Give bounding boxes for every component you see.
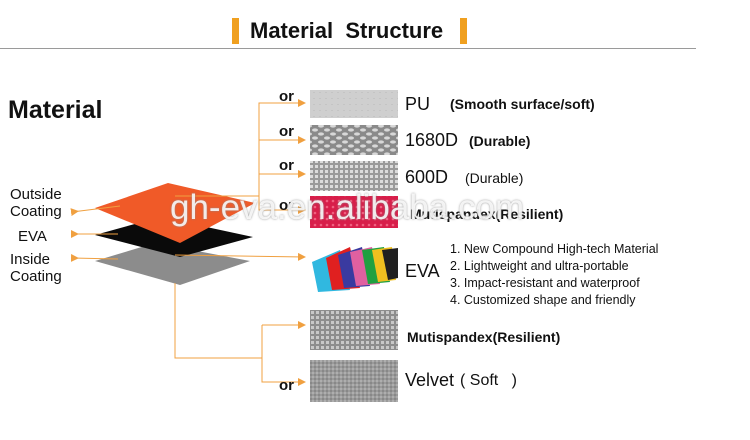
- or-label: or: [279, 377, 294, 394]
- pu-name: PU: [405, 94, 431, 114]
- eva-feature-item: 4. Customized shape and friendly: [450, 293, 636, 307]
- velvet-swatch: [310, 360, 398, 402]
- 600d-name: 600D: [405, 167, 449, 187]
- title-right-bar: [460, 18, 467, 44]
- pu-desc: (Smooth surface/soft): [450, 96, 595, 112]
- material-heading: Material: [8, 96, 103, 124]
- outside-coating-pointer: [70, 205, 121, 217]
- outside-coating-layer: [95, 183, 255, 243]
- inside-coating-layer: [95, 243, 250, 285]
- 600d-swatch: [310, 161, 398, 191]
- 600d-desc: (Durable): [465, 170, 524, 186]
- eva-name: EVA: [405, 261, 440, 281]
- eva-swatch: [310, 246, 398, 292]
- velvet-name: Velvet: [405, 370, 455, 390]
- or-label: or: [279, 123, 294, 140]
- title-left-bar: [232, 18, 239, 44]
- title-area: Material Structure: [0, 14, 750, 50]
- eva-feature-item: 3. Impact-resistant and waterproof: [450, 276, 640, 290]
- page-title: Material Structure: [250, 18, 444, 43]
- mutispandex-swatch: [310, 310, 398, 350]
- eva-layer-label: EVA: [18, 228, 47, 245]
- eva-feature-item: 2. Lightweight and ultra-portable: [450, 259, 629, 273]
- or-label: or: [279, 157, 294, 174]
- pu-swatch: [310, 90, 398, 118]
- inside-coating-pointer: [70, 253, 119, 262]
- title-divider: [0, 48, 696, 49]
- outside-coating-label: Outside Coating: [10, 186, 62, 220]
- eva-feature-item: 1. New Compound High-tech Material: [450, 242, 659, 256]
- mutispandex-desc: Mutispandex(Resilient): [407, 329, 561, 345]
- mesh-desc: Mutispandex(Resilient): [410, 206, 564, 222]
- inside-coating-label: Inside Coating: [10, 251, 62, 285]
- or-label: or: [279, 197, 294, 214]
- 1680d-swatch: [310, 125, 398, 155]
- 1680d-desc: (Durable): [469, 133, 531, 149]
- eva-features: 1. New Compound High-tech Material 2. Li…: [450, 241, 658, 309]
- mesh-swatch: [310, 196, 398, 228]
- or-label: or: [279, 88, 294, 105]
- 1680d-name: 1680D: [405, 130, 459, 150]
- velvet-desc: ( Soft ): [460, 372, 517, 389]
- watermark: gh-eva.en.alibaba.com: [170, 188, 525, 227]
